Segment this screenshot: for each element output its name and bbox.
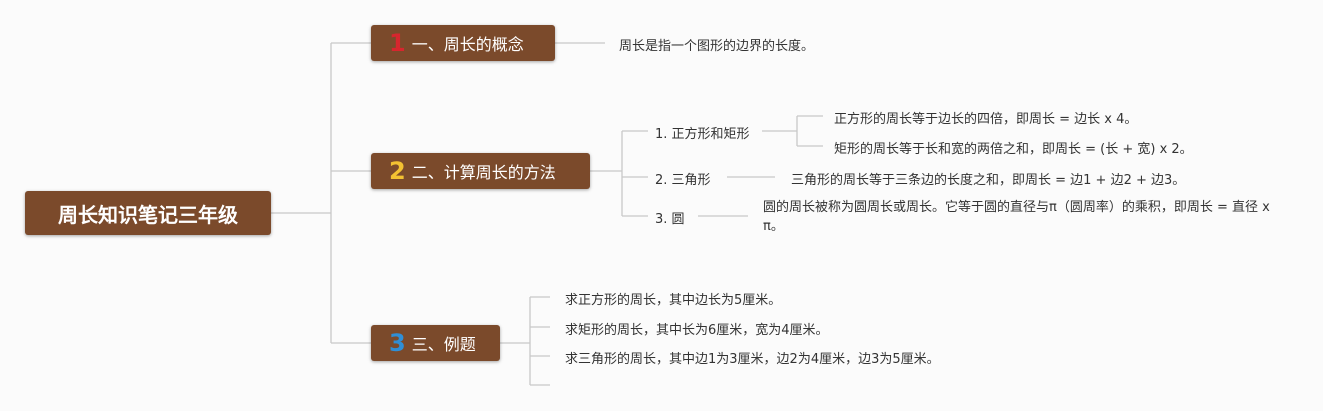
root-title: 周长知识笔记三年级 (58, 202, 238, 227)
branch-node-methods[interactable]: 2 二、计算周长的方法 (371, 153, 590, 189)
branch-node-concept[interactable]: 1 一、周长的概念 (371, 25, 555, 61)
square-formula[interactable]: 正方形的周长等于边长的四倍，即周长 = 边长 x 4。 (834, 112, 1138, 127)
method-circle-label[interactable]: 3. 圆 (655, 212, 685, 227)
example-item[interactable]: 求矩形的周长，其中长为6厘米，宽为4厘米。 (565, 323, 829, 338)
example-item[interactable]: 求正方形的周长，其中边长为5厘米。 (565, 293, 782, 308)
triangle-formula[interactable]: 三角形的周长等于三条边的长度之和，即周长 = 边1 + 边2 + 边3。 (791, 173, 1186, 188)
method-square-rect-label[interactable]: 1. 正方形和矩形 (655, 127, 750, 142)
number-three-icon: 3 (389, 329, 406, 357)
number-two-icon: 2 (389, 157, 406, 185)
concept-text[interactable]: 周长是指一个图形的边界的长度。 (619, 39, 815, 54)
branch-node-examples[interactable]: 3 三、例题 (371, 325, 500, 361)
branch-title: 二、计算周长的方法 (411, 163, 556, 182)
rect-formula[interactable]: 矩形的周长等于长和宽的两倍之和，即周长 = (长 + 宽) x 2。 (834, 142, 1193, 157)
branch-title: 一、周长的概念 (411, 35, 524, 54)
circle-formula[interactable]: 圆的周长被称为圆周长或周长。它等于圆的直径与π（圆周率）的乘积，即周长 = 直径… (763, 200, 1270, 234)
example-item[interactable]: 求三角形的周长，其中边1为3厘米，边2为4厘米，边3为5厘米。 (565, 352, 940, 367)
method-triangle-label[interactable]: 2. 三角形 (655, 173, 711, 188)
root-node[interactable]: 周长知识笔记三年级 (25, 191, 271, 235)
number-one-icon: 1 (389, 29, 406, 57)
branch-title: 三、例题 (411, 335, 476, 354)
